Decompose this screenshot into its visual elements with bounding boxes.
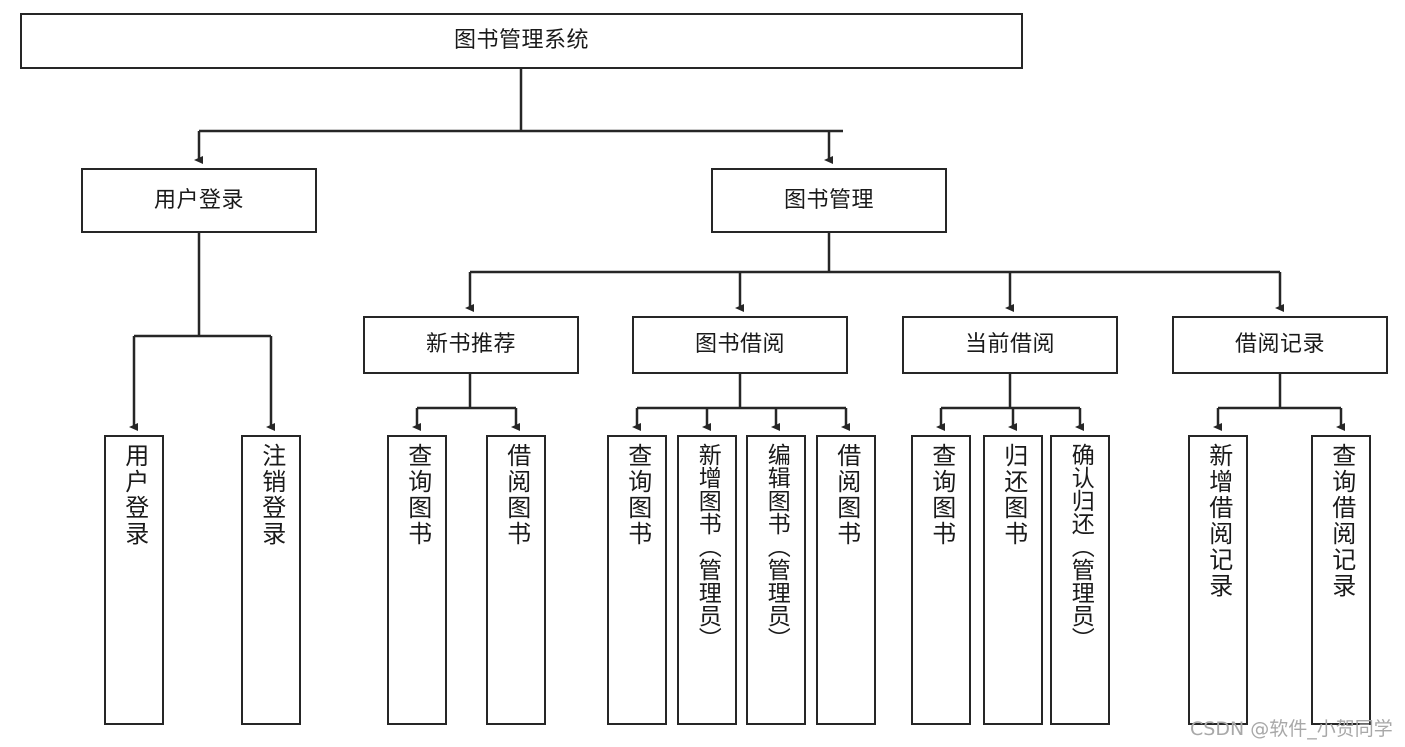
leaf-query-book-bb-label: 查询图书	[623, 443, 652, 547]
node-root[interactable]: 图书管理系统	[20, 13, 1023, 69]
leaf-query-borrow-record-label: 查询借阅记录	[1327, 443, 1356, 599]
node-current-borrow-label: 当前借阅	[964, 332, 1055, 358]
node-user-login[interactable]: 用户登录	[81, 168, 317, 233]
leaf-query-book-nbr-label: 查询图书	[403, 443, 432, 547]
csdn-watermark: CSDN @软件_小贺同学	[1190, 718, 1393, 740]
leaf-query-borrow-record[interactable]: 查询借阅记录	[1311, 435, 1371, 725]
node-book-management[interactable]: 图书管理	[711, 168, 947, 233]
leaf-query-book-cb-label: 查询图书	[927, 443, 956, 547]
node-book-borrow[interactable]: 图书借阅	[632, 316, 848, 374]
node-new-book-recommend-label: 新书推荐	[425, 332, 516, 358]
node-book-management-label: 图书管理	[783, 187, 874, 213]
leaf-query-book-bb[interactable]: 查询图书	[607, 435, 667, 725]
leaf-return-book-label: 归还图书	[999, 443, 1028, 547]
node-book-borrow-label: 图书借阅	[694, 332, 785, 358]
leaf-user-login-label: 用户登录	[120, 443, 149, 547]
leaf-borrow-book-bb-label: 借阅图书	[832, 443, 861, 547]
node-current-borrow[interactable]: 当前借阅	[902, 316, 1118, 374]
leaf-confirm-return-admin[interactable]: 确认归还（管理员）	[1050, 435, 1110, 725]
leaf-query-book-cb[interactable]: 查询图书	[911, 435, 971, 725]
leaf-logout[interactable]: 注销登录	[241, 435, 301, 725]
leaf-confirm-return-admin-label: 确认归还（管理员）	[1067, 443, 1094, 650]
leaf-add-borrow-record[interactable]: 新增借阅记录	[1188, 435, 1248, 725]
leaf-logout-label: 注销登录	[257, 443, 286, 547]
node-borrow-record[interactable]: 借阅记录	[1172, 316, 1388, 374]
node-new-book-recommend[interactable]: 新书推荐	[363, 316, 579, 374]
leaf-query-book-nbr[interactable]: 查询图书	[387, 435, 447, 725]
node-root-label: 图书管理系统	[453, 28, 589, 54]
leaf-borrow-book-bb[interactable]: 借阅图书	[816, 435, 876, 725]
leaf-user-login[interactable]: 用户登录	[104, 435, 164, 725]
leaf-add-book-admin[interactable]: 新增图书（管理员）	[677, 435, 737, 725]
leaf-add-book-admin-label: 新增图书（管理员）	[694, 443, 721, 650]
node-borrow-record-label: 借阅记录	[1234, 332, 1325, 358]
leaf-edit-book-admin[interactable]: 编辑图书（管理员）	[746, 435, 806, 725]
leaf-borrow-book-nbr[interactable]: 借阅图书	[486, 435, 546, 725]
leaf-edit-book-admin-label: 编辑图书（管理员）	[763, 443, 790, 650]
node-user-login-label: 用户登录	[153, 187, 244, 213]
leaf-return-book[interactable]: 归还图书	[983, 435, 1043, 725]
leaf-borrow-book-nbr-label: 借阅图书	[502, 443, 531, 547]
leaf-add-borrow-record-label: 新增借阅记录	[1204, 443, 1233, 599]
